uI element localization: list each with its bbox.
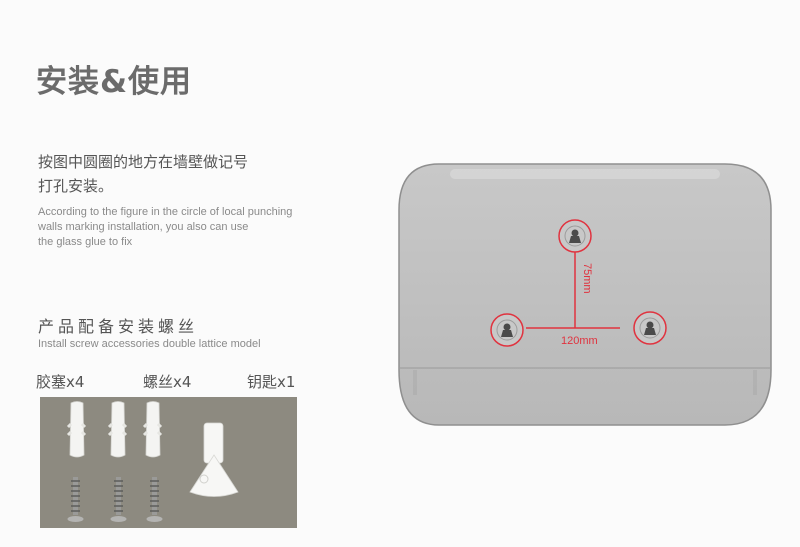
wall-plug-image	[142, 401, 163, 458]
instructions-en-line1: According to the figure in the circle of…	[38, 206, 293, 218]
keyhole-top	[558, 219, 592, 253]
screw-label: 螺丝x4	[143, 373, 192, 391]
dispenser-body	[398, 163, 772, 426]
mounting-diagram: 75mm 120mm	[395, 160, 775, 434]
dimension-lines	[526, 252, 620, 329]
instructions-en: According to the figure in the circle of…	[38, 205, 383, 250]
accessories-photo	[40, 397, 297, 528]
instructions-cn-line2: 打孔安装。	[38, 177, 114, 195]
keyhole-left	[490, 313, 524, 347]
wall-plug-image	[107, 401, 128, 458]
wall-plug-image	[66, 401, 87, 458]
instructions-cn-line1: 按图中圆圈的地方在墙壁做记号	[38, 153, 249, 171]
accessories-subtitle: Install screw accessories double lattice…	[38, 338, 261, 350]
instructions-en-line2: walls marking installation, you also can…	[38, 221, 249, 233]
screw-image	[67, 477, 84, 522]
page-title: 安装&使用	[36, 64, 193, 100]
vertical-dimension-label: 75mm	[581, 263, 593, 294]
screw-image	[146, 477, 163, 522]
horizontal-dimension-label: 120mm	[561, 335, 598, 347]
wall-plug-label: 胶塞x4	[36, 373, 85, 391]
dispenser-shadow	[413, 370, 757, 395]
key-label: 钥匙x1	[247, 373, 296, 391]
accessories-title: 产品配备安装螺丝	[38, 317, 199, 336]
keyhole-right	[633, 311, 667, 345]
key-image	[189, 422, 239, 497]
screw-image	[110, 477, 127, 522]
instructions-en-line3: the glass glue to fix	[38, 236, 133, 248]
instructions-cn: 按图中圆圈的地方在墙壁做记号 打孔安装。	[38, 150, 338, 198]
